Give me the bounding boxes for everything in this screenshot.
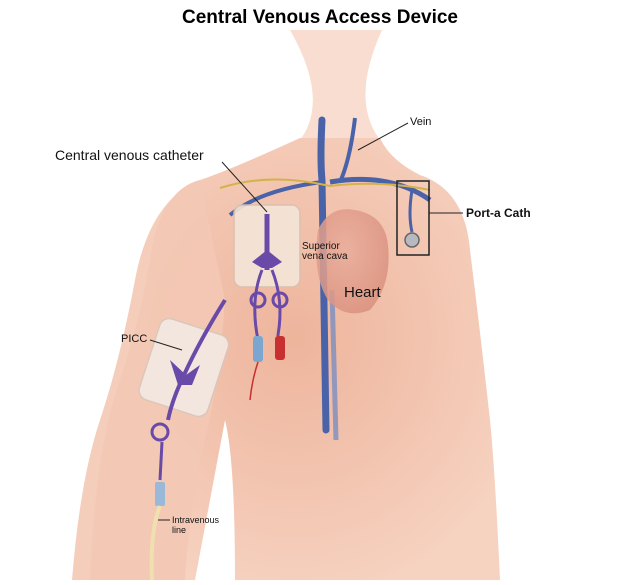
neck-vein-right [338, 117, 357, 183]
port-reservoir [404, 232, 420, 248]
leader-cvc [221, 161, 268, 213]
label-central-venous-catheter: Central venous catheter [55, 147, 204, 163]
page-title: Central Venous Access Device [182, 7, 458, 28]
cvc-red-line [249, 361, 259, 401]
iv-line-purple [158, 441, 164, 481]
label-vein: Vein [410, 116, 432, 128]
label-heart: Heart [344, 284, 381, 301]
port-catheter [408, 189, 414, 233]
heart-shape [316, 209, 389, 314]
picc-hub [170, 360, 200, 385]
iv-tube [149, 505, 162, 581]
cvc-cap-blue [253, 336, 263, 362]
label-iv-line2: line [172, 525, 187, 535]
jugular-vein [317, 116, 330, 434]
label-svc-line2: vena cava [302, 251, 348, 262]
neck [290, 30, 382, 140]
iv-connector [155, 482, 165, 506]
label-intravenous-line: Intravenous line [172, 515, 219, 535]
inferior-vena [329, 289, 339, 441]
leader-picc [149, 339, 183, 351]
label-port-a-cath: Port-a Cath [466, 206, 531, 220]
label-iv-line1: Intravenous [172, 515, 220, 525]
leader-vein [357, 122, 409, 151]
picc-clamp [150, 422, 170, 442]
label-svc-line1: Superior [302, 241, 340, 252]
label-superior-vena-cava: Superior vena cava [302, 242, 348, 262]
label-picc: PICC [121, 333, 148, 345]
port-box [396, 180, 430, 256]
clavicle [219, 178, 431, 191]
cvc-clamp-2 [271, 291, 289, 309]
cvc-cap-red [275, 336, 285, 360]
cvc-clamp-1 [249, 291, 267, 309]
cvc-hub [252, 250, 282, 268]
cvc-lumen-2 [270, 269, 282, 356]
